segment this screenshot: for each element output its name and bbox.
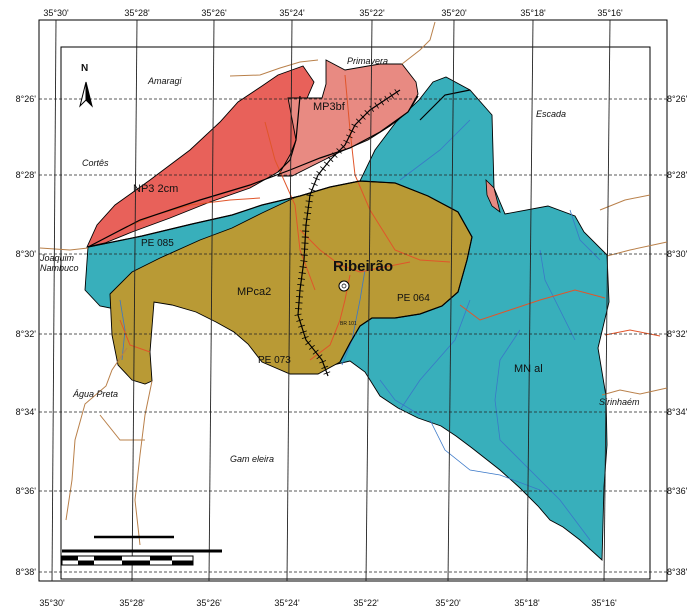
map-inner-frame [60, 46, 651, 580]
meridian-line [286, 19, 293, 582]
longitude-tick-label: 35°22' [353, 598, 379, 608]
longitude-tick-label: 35°28' [124, 8, 150, 18]
unit-small-patch [485, 178, 501, 213]
unit-label-np3: NP3 2cm [133, 183, 178, 195]
meridian-line [603, 19, 611, 582]
latitude-tick-label: 8°28' [16, 170, 37, 180]
scale-bar [61, 535, 222, 566]
meridian-line [526, 19, 534, 582]
longitude-tick-label: 35°26' [201, 8, 227, 18]
drainage-network [119, 119, 601, 541]
road-label-pe073: PE 073 [258, 355, 291, 366]
latitude-tick-label: 8°26' [16, 94, 37, 104]
longitude-tick-label: 35°20' [441, 8, 467, 18]
latitude-labels-left: 8°26' 8°28' 8°30' 8°32' 8°34' 8°36' 8°38' [16, 94, 37, 577]
roads [119, 74, 661, 361]
place-primavera: Primavera [347, 56, 388, 66]
north-arrow-icon: N [79, 63, 93, 108]
place-nambuco: Nambuco [40, 263, 79, 273]
city-label-ribeirao: Ribeirão [333, 258, 393, 275]
longitude-tick-label: 35°18' [520, 8, 546, 18]
latitude-tick-label: 8°32' [16, 329, 37, 339]
road-label-br101: BR 101 [340, 321, 357, 327]
latitude-tick-label: 8°38' [667, 567, 688, 577]
road-label-pe085: PE 085 [141, 238, 174, 249]
meridian-line [365, 19, 373, 582]
longitude-tick-label: 35°22' [359, 8, 385, 18]
place-sirinhaem: Sirinhaém [599, 397, 640, 407]
latitude-tick-label: 8°30' [16, 249, 37, 259]
meridian-line [208, 19, 215, 582]
place-amaragi: Amaragi [147, 76, 183, 86]
latitude-tick-label: 8°36' [16, 486, 37, 496]
latitude-tick-label: 8°34' [16, 407, 37, 417]
latitude-tick-label: 8°28' [667, 170, 688, 180]
unit-np3-area [86, 65, 315, 248]
place-gameleira: Gam eleira [230, 454, 274, 464]
meridian-line [131, 19, 138, 582]
longitude-tick-label: 35°24' [279, 8, 305, 18]
unit-label-mpca2: MPca2 [237, 286, 271, 298]
longitude-tick-label: 35°30' [39, 598, 65, 608]
place-joaquim: Joaquim [39, 253, 75, 263]
graticule [39, 19, 667, 582]
meridian-line [447, 19, 455, 582]
latitude-tick-label: 8°36' [667, 486, 688, 496]
longitude-tick-label: 35°30' [43, 8, 69, 18]
latitude-labels-right: 8°26' 8°28' 8°30' 8°32' 8°34' 8°36' 8°38' [667, 94, 688, 577]
longitude-tick-label: 35°20' [435, 598, 461, 608]
place-agua-preta: Água Preta [72, 389, 118, 399]
contacts [87, 89, 473, 363]
longitude-tick-label: 35°18' [514, 598, 540, 608]
longitude-tick-label: 35°24' [274, 598, 300, 608]
latitude-tick-label: 8°26' [667, 94, 688, 104]
unit-label-mnal: MN al [514, 363, 543, 375]
latitude-tick-label: 8°34' [667, 407, 688, 417]
latitude-tick-label: 8°32' [667, 329, 688, 339]
longitude-labels-top: 35°30' 35°28' 35°26' 35°24' 35°22' 35°20' 35°1… [43, 8, 623, 18]
longitude-labels-bottom: 35°30' 35°28' 35°26' 35°24' 35°22' 35°20' 35°1… [39, 598, 617, 608]
north-label: N [81, 63, 88, 74]
longitude-tick-label: 35°26' [196, 598, 222, 608]
latitude-tick-label: 8°38' [16, 567, 37, 577]
place-cortes: Cortês [82, 158, 109, 168]
unit-label-mp3bf: MP3bf [313, 101, 346, 113]
city-marker-icon [338, 280, 350, 292]
longitude-tick-label: 35°16' [591, 598, 617, 608]
road-label-pe064: PE 064 [397, 293, 430, 304]
longitude-tick-label: 35°28' [119, 598, 145, 608]
longitude-tick-label: 35°16' [597, 8, 623, 18]
place-escada: Escada [536, 109, 566, 119]
meridian-line [51, 19, 57, 582]
latitude-tick-label: 8°30' [667, 249, 688, 259]
